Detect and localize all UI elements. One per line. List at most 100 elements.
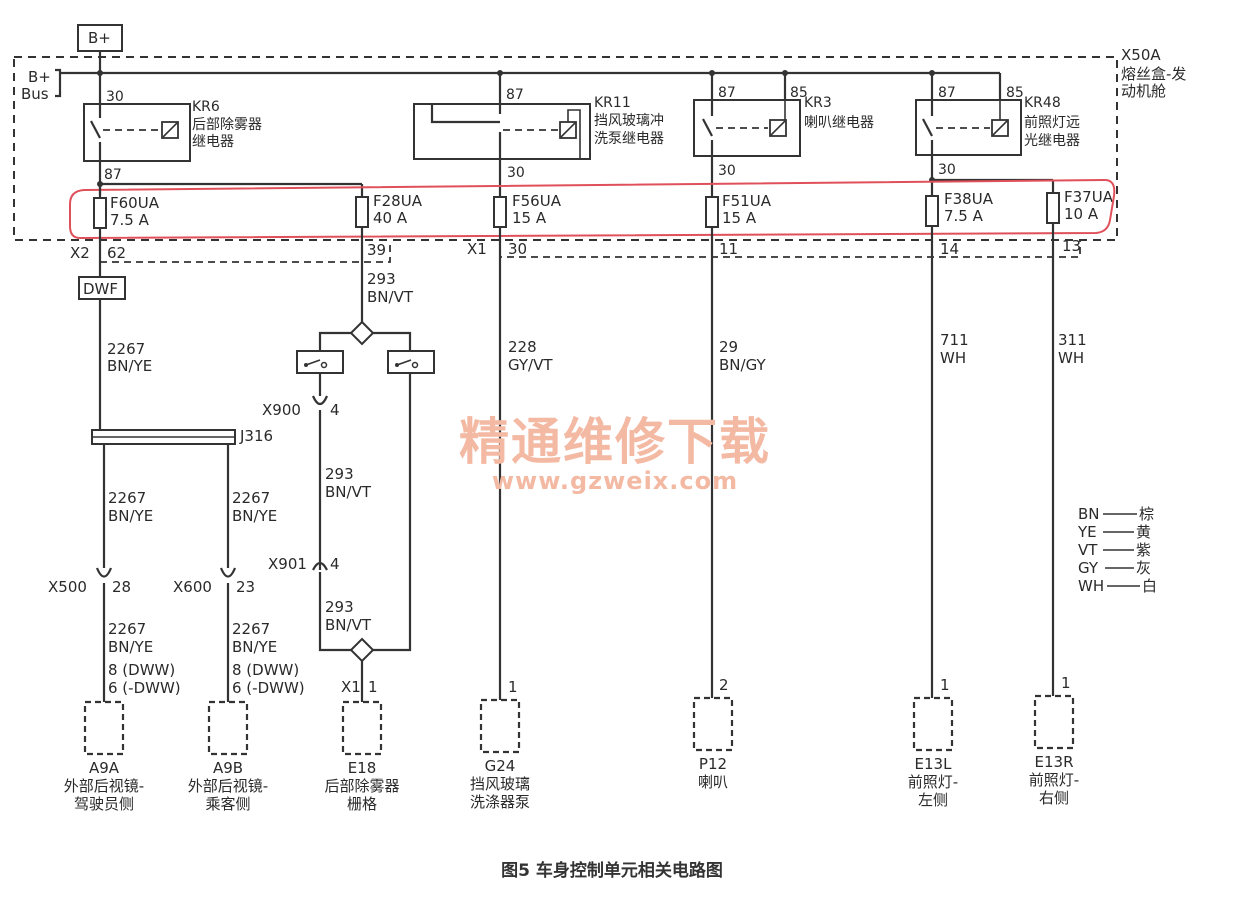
a9b-id: A9B: [213, 759, 243, 777]
a9a-name-line1: 外部后视镜-: [64, 777, 144, 795]
component-e18: E18 后部除雾器 栅格: [324, 700, 400, 813]
kr3-id: KR3: [804, 95, 832, 111]
w2267-color-2: BN/YE: [108, 507, 153, 525]
legend-code-wh: WH: [1078, 577, 1104, 595]
a9b-name-line2: 乘客侧: [205, 795, 250, 813]
splice-diamond-bottom: [349, 637, 375, 663]
w29-color: BN/GY: [719, 356, 766, 374]
fuse-row-highlight: [69, 178, 1116, 240]
relay-kr48: 87 85 KR48 前照灯远 光继电器 30: [915, 73, 1080, 196]
x1-bottom-pin: 1: [368, 678, 378, 696]
x900-label: X900: [262, 401, 301, 419]
fuse-f38ua-rating: 7.5 A: [944, 207, 984, 225]
g24-name-line2: 洗涤器泵: [470, 793, 530, 811]
kr48-id: KR48: [1024, 95, 1061, 111]
fuse-f60ua-rating: 7.5 A: [110, 211, 150, 229]
a9b-pins-line1: 8 (DWW): [232, 661, 299, 679]
fusebox-name-line1: 熔丝盒-发: [1121, 65, 1186, 83]
fuse-f60ua-id: F60UA: [110, 194, 160, 212]
kr3-name-line1: 喇叭继电器: [804, 115, 874, 131]
component-a9b: A9B 外部后视镜- 乘客侧: [188, 700, 268, 813]
a9b-pins-line2: 6 (-DWW): [232, 679, 305, 697]
relay-kr11: 87 KR11 挡风玻璃冲 洗泵继电器 30: [413, 73, 664, 196]
component-g24: 1 G24 挡风玻璃 洗涤器泵: [470, 678, 530, 811]
kr11-pin-out: 30: [507, 165, 525, 181]
x1-bottom-label: X1: [341, 678, 361, 696]
kr48-pin-coil: 85: [1006, 85, 1024, 101]
w293-color-3: BN/VT: [325, 616, 372, 634]
a9a-id: A9A: [89, 759, 120, 777]
w2267-num-4: 2267: [108, 620, 146, 638]
w29-num: 29: [719, 338, 738, 356]
pin-14: 14: [940, 240, 959, 258]
legend-code-ye: YE: [1077, 523, 1097, 541]
legend-name-vt: 紫: [1136, 541, 1151, 559]
fuse-f28ua: F28UA 40 A: [355, 192, 423, 228]
fuse-f51ua-rating: 15 A: [722, 209, 757, 227]
e13r-name-line2: 右侧: [1039, 789, 1069, 807]
w2267-num-2: 2267: [108, 489, 146, 507]
x1-top-label: X1: [467, 240, 487, 258]
kr11-name-line1: 挡风玻璃冲: [594, 112, 664, 129]
p12-pin: 2: [719, 676, 729, 694]
e13r-name-line1: 前照灯-: [1029, 771, 1079, 789]
kr11-id: KR11: [594, 95, 631, 111]
figure-caption: 图5 车身控制单元相关电路图: [501, 860, 723, 881]
kr48-pin-in: 87: [938, 85, 956, 101]
j316-label: J316: [239, 427, 273, 445]
p12-id: P12: [699, 755, 727, 773]
pin-11: 11: [719, 240, 738, 258]
fuse-f51ua: F51UA 15 A: [705, 192, 772, 228]
pin-13: 13: [1062, 237, 1081, 255]
defogger-switch-right: [387, 350, 435, 374]
a9b-name-line1: 外部后视镜-: [188, 777, 268, 795]
a9a-name-line2: 驾驶员侧: [74, 795, 134, 813]
watermark-line1: 精通维修下载: [459, 413, 771, 471]
fuse-f56ua: F56UA 15 A: [493, 192, 562, 228]
w293-color-2: BN/VT: [325, 483, 372, 501]
legend-name-ye: 黄: [1136, 523, 1151, 541]
component-a9a: A9A 外部后视镜- 驾驶员侧: [64, 700, 144, 813]
w293-num-3: 293: [325, 598, 354, 616]
kr6-name-line2: 继电器: [192, 134, 234, 150]
e13l-pin: 1: [940, 676, 950, 694]
x901-label: X901: [268, 555, 307, 573]
bus-bplus-label: B+: [28, 68, 51, 86]
wire-color-legend: BN 棕 YE 黄 VT 紫 GY 灰 WH 白: [1077, 505, 1157, 595]
dwf-label: DWF: [83, 280, 118, 298]
relay-kr3: 87 85 KR3 喇叭继电器 30: [693, 73, 874, 196]
watermark-line2: www.gzweix.com: [492, 467, 738, 495]
fuse-f37ua-rating: 10 A: [1064, 205, 1099, 223]
w2267-num-1: 2267: [107, 340, 145, 358]
legend-code-gy: GY: [1078, 559, 1099, 577]
splice-diamond-top: [349, 320, 375, 346]
component-e13r: 1 E13R 前照灯- 右侧: [1029, 674, 1079, 807]
legend-name-bn: 棕: [1139, 505, 1154, 523]
x500-pin: 28: [112, 578, 131, 596]
kr3-pin-coil: 85: [790, 85, 808, 101]
fuse-f38ua-id: F38UA: [944, 190, 994, 208]
dwf-box: [78, 276, 126, 300]
fuse-f56ua-rating: 15 A: [512, 209, 547, 227]
fusebox-outline: [13, 56, 1118, 241]
x901-pin: 4: [330, 555, 340, 573]
a9a-pins-line2: 6 (-DWW): [108, 679, 181, 697]
kr3-pin-out: 30: [718, 163, 736, 179]
w293-color-1: BN/VT: [367, 288, 414, 306]
kr11-pin-in: 87: [506, 87, 524, 103]
e13l-name-line1: 前照灯-: [908, 773, 958, 791]
g24-pin: 1: [508, 678, 518, 696]
fuse-f37ua: F37UA 10 A: [1046, 188, 1114, 224]
legend-code-bn: BN: [1078, 505, 1100, 523]
w293-num-2: 293: [325, 465, 354, 483]
kr6-id: KR6: [192, 99, 220, 115]
legend-name-gy: 灰: [1136, 559, 1151, 577]
x900-pin: 4: [330, 401, 340, 419]
e18-name-line1: 后部除雾器: [324, 777, 399, 795]
w2267-num-5: 2267: [232, 620, 270, 638]
w2267-color-5: BN/YE: [232, 638, 277, 656]
w311-color: WH: [1058, 349, 1084, 367]
kr11-name-line2: 洗泵继电器: [594, 131, 664, 147]
relay-kr6: 30 KR6 后部除雾器 继电器 87: [83, 73, 362, 195]
